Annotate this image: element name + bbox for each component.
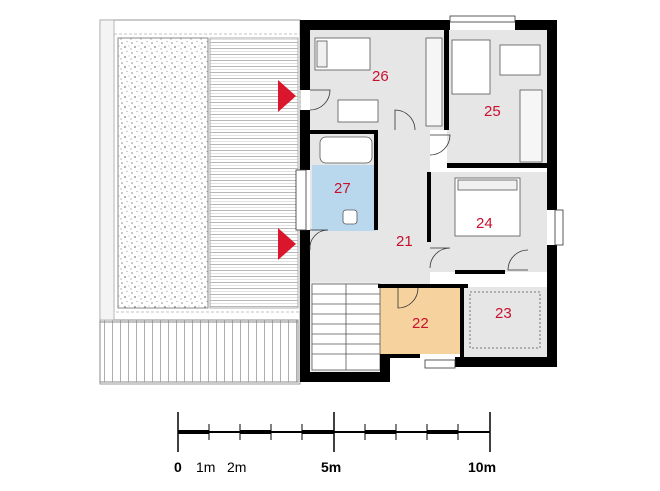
scale-label-2m: 2m: [227, 459, 246, 475]
wall-partition-24-left: [427, 172, 431, 242]
wall-partition-22-top: [378, 284, 468, 288]
room-label-27: 27: [334, 180, 351, 197]
wall-bottom-right: [455, 357, 557, 367]
wall-partition-24-bottom: [455, 270, 505, 274]
room-22-floor: [380, 287, 462, 354]
balustrade: [99, 319, 299, 383]
wall-top-right: [515, 20, 557, 30]
walls: [300, 20, 557, 382]
wardrobe-room-26: [425, 37, 443, 127]
room-labels: 21 22 23 24 25 26 27: [334, 68, 512, 332]
decking-striped: [209, 37, 299, 309]
bed-pillows: [457, 179, 518, 191]
red-triangle-arrow-icon: [278, 228, 296, 260]
wall-left: [300, 20, 310, 90]
wall-left-mid: [300, 110, 310, 170]
bed-room-25: [451, 39, 491, 95]
wall-partition-27-top: [310, 130, 375, 134]
furniture: [314, 37, 543, 349]
wall-partition-25-bottom: [447, 163, 557, 168]
scale-label-0: 0: [174, 459, 182, 475]
room-23-floor: [464, 287, 547, 357]
room-label-26: 26: [372, 68, 389, 85]
terrace-edge-left: [99, 19, 115, 321]
wardrobe-room-25: [519, 89, 543, 163]
red-triangle-arrow-icon: [278, 80, 296, 112]
wall-right: [547, 20, 557, 210]
wall-bottom-mid: [380, 354, 390, 382]
wardrobe-room-23: [469, 291, 541, 349]
windows: [295, 15, 564, 369]
scale-label-1m: 1m: [196, 459, 215, 475]
scale-bar: 0 1m 2m 5m 10m: [174, 412, 496, 475]
wall-left-low: [300, 230, 310, 380]
room-label-22: 22: [412, 315, 429, 332]
scale-label-5m: 5m: [321, 459, 341, 475]
wall-partition-27-right: [374, 130, 378, 230]
wall-top: [300, 20, 450, 30]
wall-partition-22-23: [460, 284, 464, 358]
terrace-area: [99, 19, 301, 385]
room-label-25: 25: [484, 103, 501, 120]
scale-label-10m: 10m: [468, 459, 496, 475]
room-label-24: 24: [476, 215, 493, 232]
room-label-23: 23: [495, 305, 512, 322]
sink: [342, 209, 358, 225]
desk-room-26: [337, 99, 379, 123]
desk-room-25: [499, 44, 541, 76]
room-label-21: 21: [396, 233, 413, 250]
wall-right-low: [547, 245, 557, 365]
gravel-bed: [117, 37, 209, 309]
entrance-arrows: [278, 80, 296, 260]
wall-bottom-22: [380, 354, 420, 358]
bathtub: [319, 136, 373, 164]
wall-partition-26-25: [444, 30, 449, 130]
pillow-room-26: [316, 40, 328, 68]
staircase: [311, 283, 381, 371]
doors: [309, 89, 529, 309]
wall-bottom-left: [300, 372, 388, 382]
